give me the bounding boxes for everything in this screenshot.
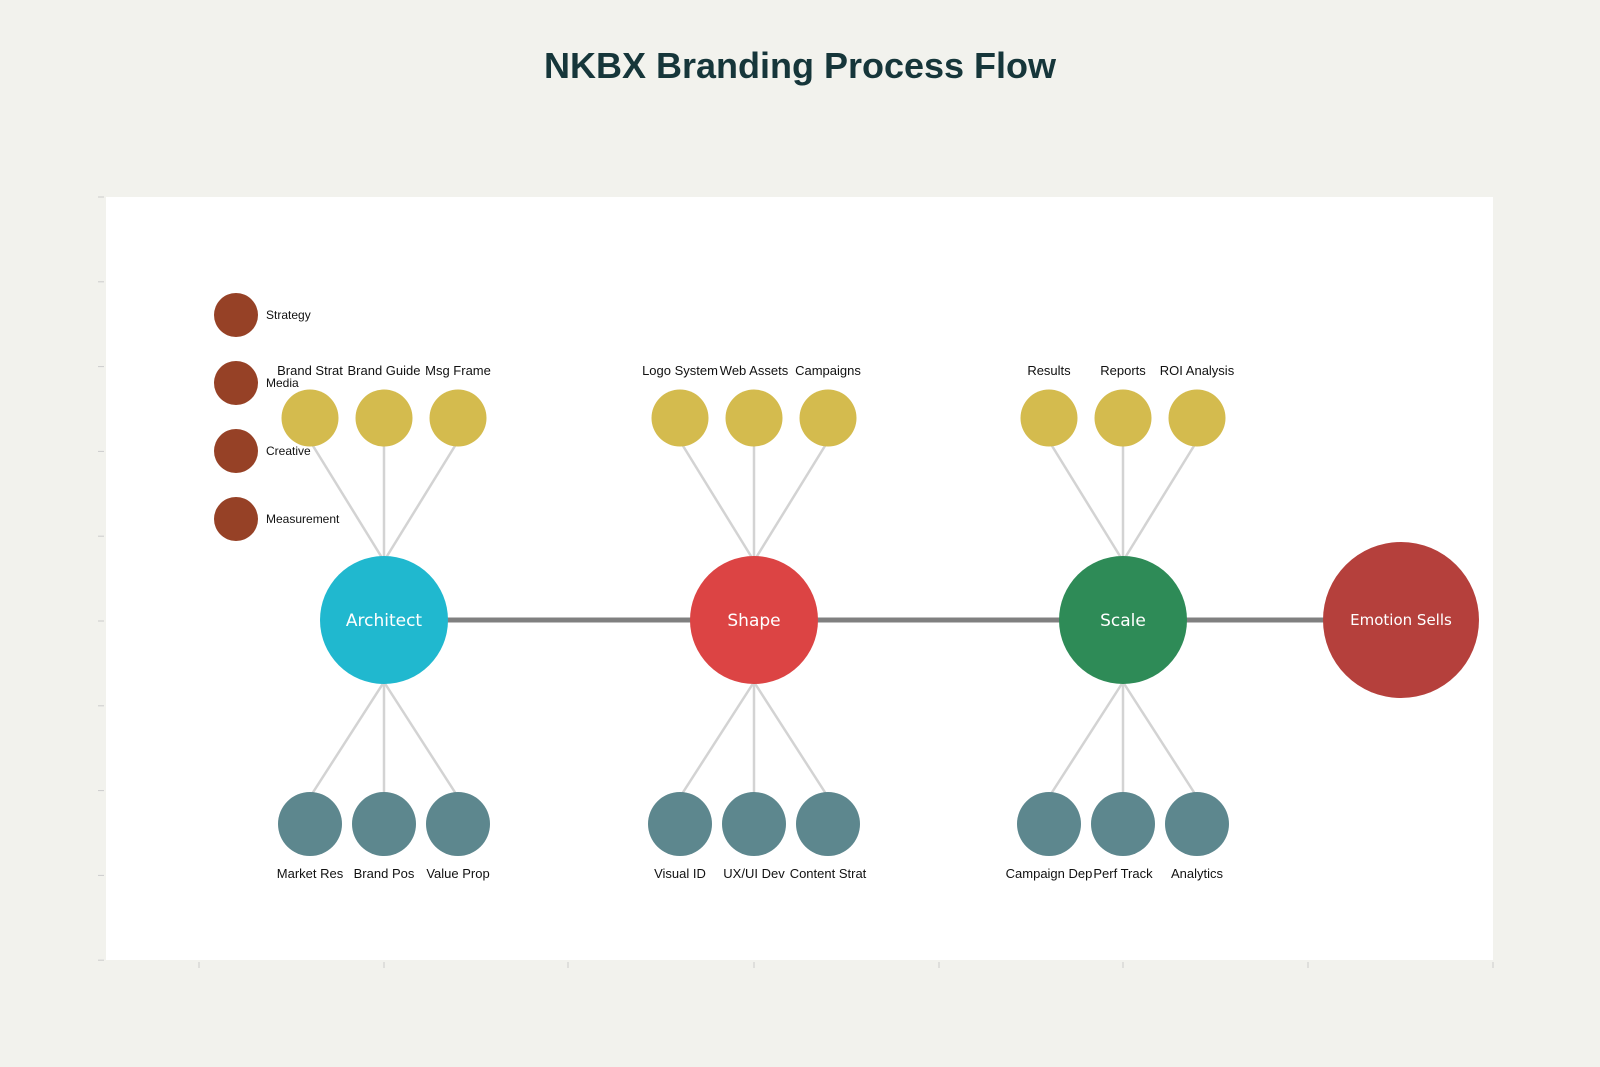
stage-node-scale — [1059, 556, 1187, 684]
bottom-sub-node — [1165, 792, 1229, 856]
legend-marker — [214, 497, 258, 541]
top-sub-node — [355, 389, 413, 447]
bottom-sub-label: Perf Track — [1093, 866, 1153, 881]
stage-label: Architect — [346, 611, 423, 631]
bottom-sub-label: UX/UI Dev — [723, 866, 785, 881]
stage-node-architect — [320, 556, 448, 684]
bottom-sub-node — [1091, 792, 1155, 856]
bottom-sub-node — [1017, 792, 1081, 856]
final-node — [1323, 542, 1479, 698]
top-sub-label: Results — [1027, 363, 1071, 378]
top-sub-label: Campaigns — [795, 363, 861, 378]
branch-line-bottom — [308, 681, 386, 798]
branch-line-top — [678, 440, 756, 562]
branch-line-top — [308, 440, 386, 562]
bottom-sub-node — [352, 792, 416, 856]
top-sub-label: Logo System — [642, 363, 718, 378]
bottom-sub-label: Market Res — [277, 866, 344, 881]
bottom-sub-node — [426, 792, 490, 856]
bottom-sub-label: Analytics — [1171, 866, 1224, 881]
legend-label: Media — [266, 376, 299, 390]
legend-marker — [214, 293, 258, 337]
top-sub-node — [651, 389, 709, 447]
bottom-sub-node — [722, 792, 786, 856]
branch-line-bottom — [1047, 681, 1125, 798]
axis-ticks — [98, 196, 1494, 968]
legend-label: Creative — [266, 444, 311, 458]
top-sub-label: Reports — [1100, 363, 1146, 378]
bottom-sub-label: Value Prop — [426, 866, 489, 881]
branch-line-bottom — [678, 681, 756, 798]
top-sub-node — [281, 389, 339, 447]
branch-line-top — [382, 440, 460, 562]
stage-label: Shape — [727, 611, 780, 631]
stage-label: Scale — [1100, 611, 1146, 631]
branch-line-top — [752, 440, 830, 562]
top-sub-node — [1094, 389, 1152, 447]
bottom-sub-node — [648, 792, 712, 856]
bottom-sub-label: Brand Pos — [354, 866, 415, 881]
top-sub-label: Msg Frame — [425, 363, 491, 378]
top-sub-node — [799, 389, 857, 447]
legend-label: Measurement — [266, 512, 340, 526]
top-sub-label: Brand Strat — [277, 363, 343, 378]
top-sub-node — [429, 389, 487, 447]
top-sub-label: Brand Guide — [348, 363, 421, 378]
branch-line-top — [1047, 440, 1125, 562]
top-sub-label: Web Assets — [720, 363, 789, 378]
branch-line-top — [1121, 440, 1199, 562]
branch-line-bottom — [1121, 681, 1199, 798]
bottom-sub-label: Content Strat — [790, 866, 867, 881]
bottom-sub-node — [278, 792, 342, 856]
stage-node-shape — [690, 556, 818, 684]
legend-marker — [214, 361, 258, 405]
bottom-sub-node — [796, 792, 860, 856]
diagram-title: NKBX Branding Process Flow — [544, 45, 1057, 86]
top-sub-node — [725, 389, 783, 447]
branch-line-bottom — [382, 681, 460, 798]
legend-label: Strategy — [266, 308, 311, 322]
top-sub-node — [1020, 389, 1078, 447]
top-sub-node — [1168, 389, 1226, 447]
bottom-sub-label: Visual ID — [654, 866, 706, 881]
top-sub-label: ROI Analysis — [1160, 363, 1235, 378]
legend-marker — [214, 429, 258, 473]
bottom-sub-label: Campaign Dep — [1006, 866, 1093, 881]
branch-line-bottom — [752, 681, 830, 798]
final-label: Emotion Sells — [1350, 611, 1452, 629]
